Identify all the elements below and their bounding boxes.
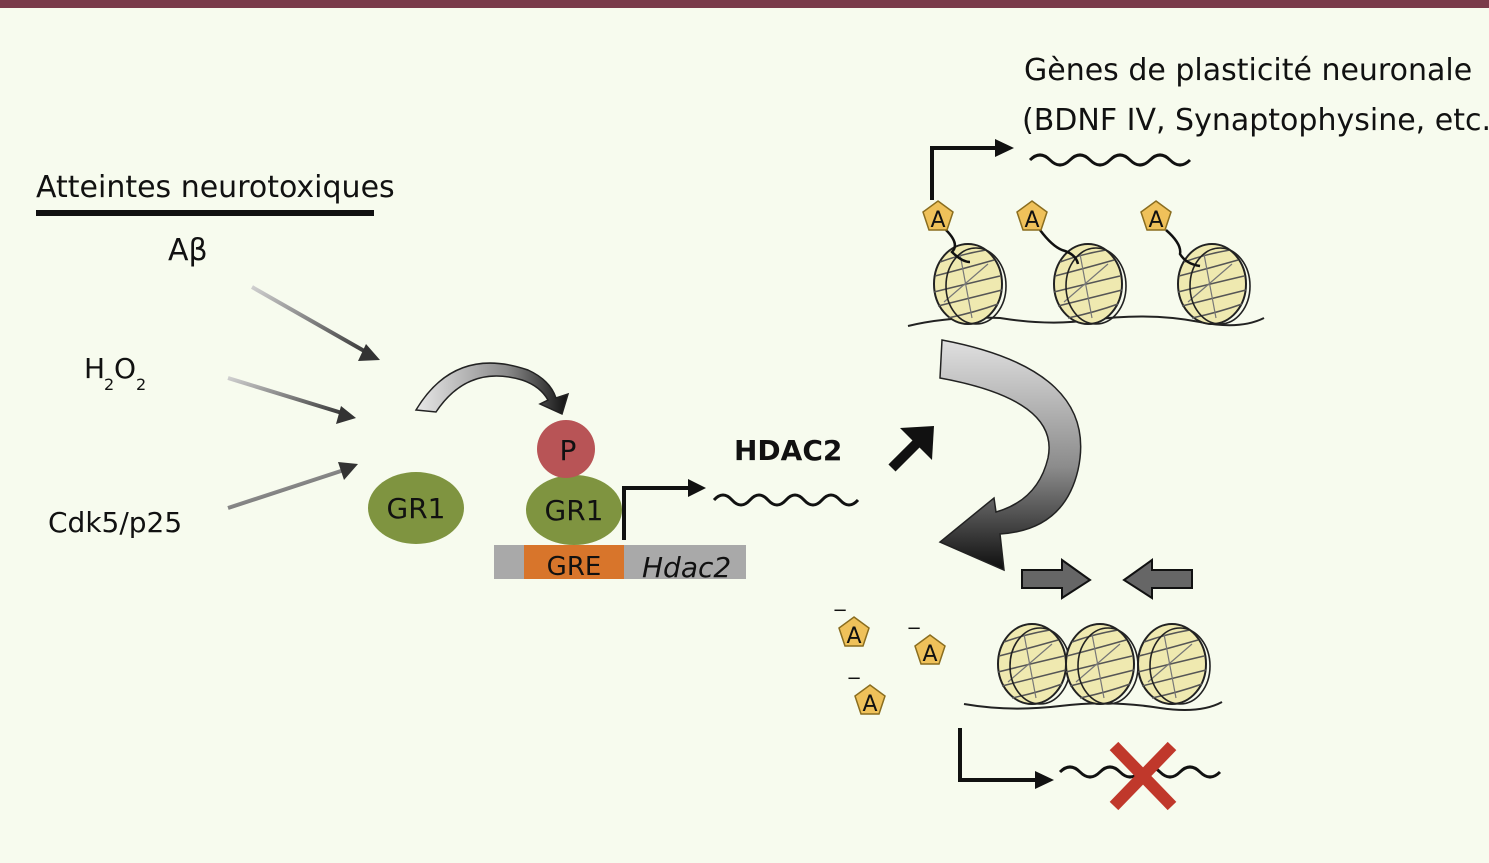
insult-underline <box>36 210 374 216</box>
h2o2-o: O <box>114 352 136 385</box>
nucleosome-condensed-2 <box>1065 623 1139 705</box>
insult-arrows <box>227 285 380 510</box>
hdac2-transcription-arrow <box>622 486 690 540</box>
block-cross-icon <box>1109 741 1177 811</box>
compaction-arrow-right-icon <box>1021 558 1092 600</box>
deacetylation-curved-arrow <box>938 339 1082 572</box>
histone-tail-2 <box>1039 229 1080 265</box>
acetyl-open-1-label: A <box>930 208 945 233</box>
hdac2-mrna <box>712 493 860 507</box>
gre-label: GRE <box>547 552 602 582</box>
gr1-free <box>368 472 464 544</box>
gr1-bound-label: GR1 <box>545 494 604 527</box>
hdac2-protein-label: HDAC2 <box>734 434 842 467</box>
increase-arrow-icon <box>888 426 934 472</box>
h2o2-h: H <box>84 352 105 385</box>
acetyl-free-1-label: A <box>846 624 861 649</box>
acetyl-open-2-label: A <box>1024 208 1039 233</box>
histone-tail-1 <box>945 229 971 264</box>
nucleosome-open-3 <box>1177 243 1251 325</box>
plasticity-genes-title: Gènes de plasticité neuronale <box>1024 53 1472 88</box>
gre-element <box>524 545 624 579</box>
blocked-transcription-arrow <box>958 728 1036 782</box>
h2o2-sub2a: 2 <box>104 375 114 394</box>
acetyl-open-3-label: A <box>1148 208 1163 233</box>
histone-tail-3 <box>1165 229 1201 268</box>
phospho-group <box>537 420 595 478</box>
gr1-free-label: GR1 <box>387 492 446 525</box>
acetyl-free-3-label: A <box>862 692 877 717</box>
insult-title: Atteintes neurotoxiques <box>36 170 395 205</box>
nucleosome-open-1 <box>933 243 1007 325</box>
acetyl-free-3-minus: − <box>846 668 861 689</box>
plasticity-genes-examples: (BDNF IV, Synaptophysine, etc.) <box>1022 103 1489 138</box>
gr1-bound <box>526 475 622 545</box>
nucleosome-condensed-1 <box>997 623 1071 705</box>
hdac2-gene-label: Hdac2 <box>642 551 731 584</box>
nucleosome-open-2 <box>1053 243 1127 325</box>
acetyl-free-1-minus: − <box>832 600 847 621</box>
phospho-label: P <box>560 434 577 467</box>
nucleosome-condensed-3 <box>1137 623 1211 705</box>
abeta-label: Aβ <box>168 233 208 268</box>
plasticity-mrna <box>1028 153 1192 167</box>
phosphorylation-arrow <box>414 362 570 416</box>
acetyl-free-2-label: A <box>922 642 937 667</box>
h2o2-sub2b: 2 <box>136 375 146 394</box>
compaction-arrow-left-icon <box>1122 558 1193 600</box>
cdk5-label: Cdk5/p25 <box>48 506 182 539</box>
acetyl-free-2-minus: − <box>906 618 921 639</box>
top-bar <box>0 0 1489 8</box>
plasticity-transcription-arrow <box>930 146 996 200</box>
